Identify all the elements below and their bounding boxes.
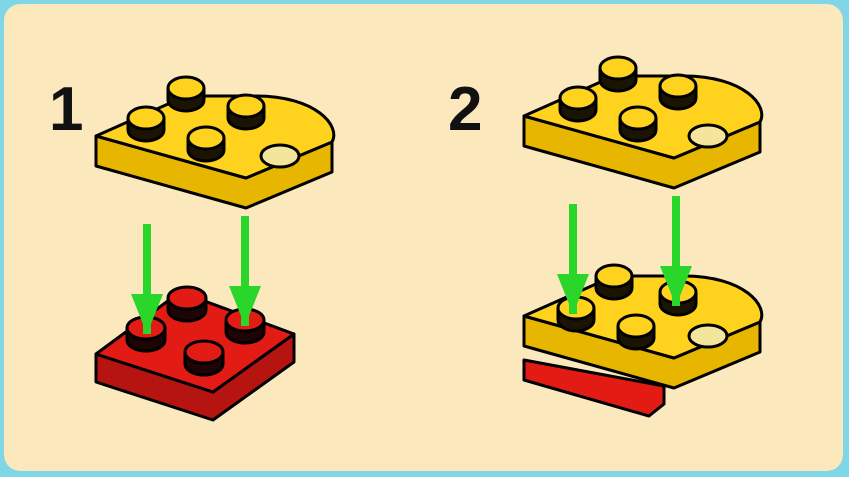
step-number-1: 1 (49, 75, 83, 144)
panel-background (4, 4, 843, 471)
step2-red-plate-icon (522, 358, 666, 418)
step-number-2: 2 (448, 75, 482, 144)
instruction-diagram: 1 2 (4, 4, 843, 471)
instruction-panel: 1 2 (4, 4, 843, 471)
